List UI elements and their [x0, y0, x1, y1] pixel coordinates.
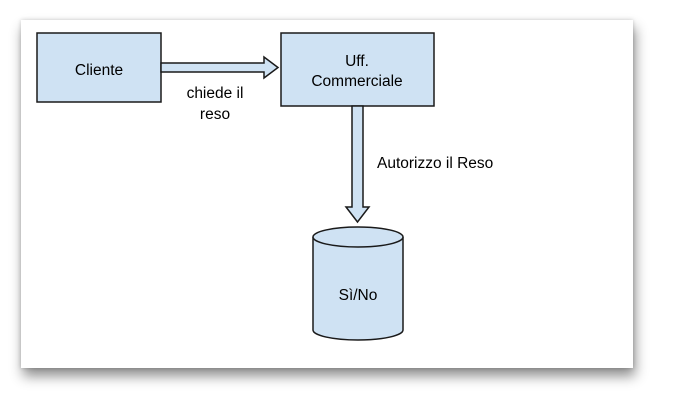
node-uff-commerciale-label-line1: Uff. [345, 53, 369, 70]
arrow-label-chiede-il-line2: reso [200, 106, 230, 123]
node-database-label: Sì/No [339, 287, 378, 304]
arrow-commerciale-to-database [344, 105, 371, 224]
node-cliente[interactable] [36, 32, 162, 103]
node-uff-commerciale-label-line2: Commerciale [311, 73, 402, 90]
node-uff-commerciale[interactable] [280, 32, 435, 107]
arrow-cliente-to-commerciale [160, 55, 280, 80]
node-database-cylinder[interactable] [312, 226, 404, 341]
arrow-label-autorizzo: Autorizzo il Reso [377, 155, 493, 172]
arrow-label-chiede-il-line1: chiede il [187, 85, 244, 102]
node-cliente-label: Cliente [75, 62, 123, 79]
cylinder-top [312, 226, 404, 248]
cylinder-body [312, 237, 404, 341]
